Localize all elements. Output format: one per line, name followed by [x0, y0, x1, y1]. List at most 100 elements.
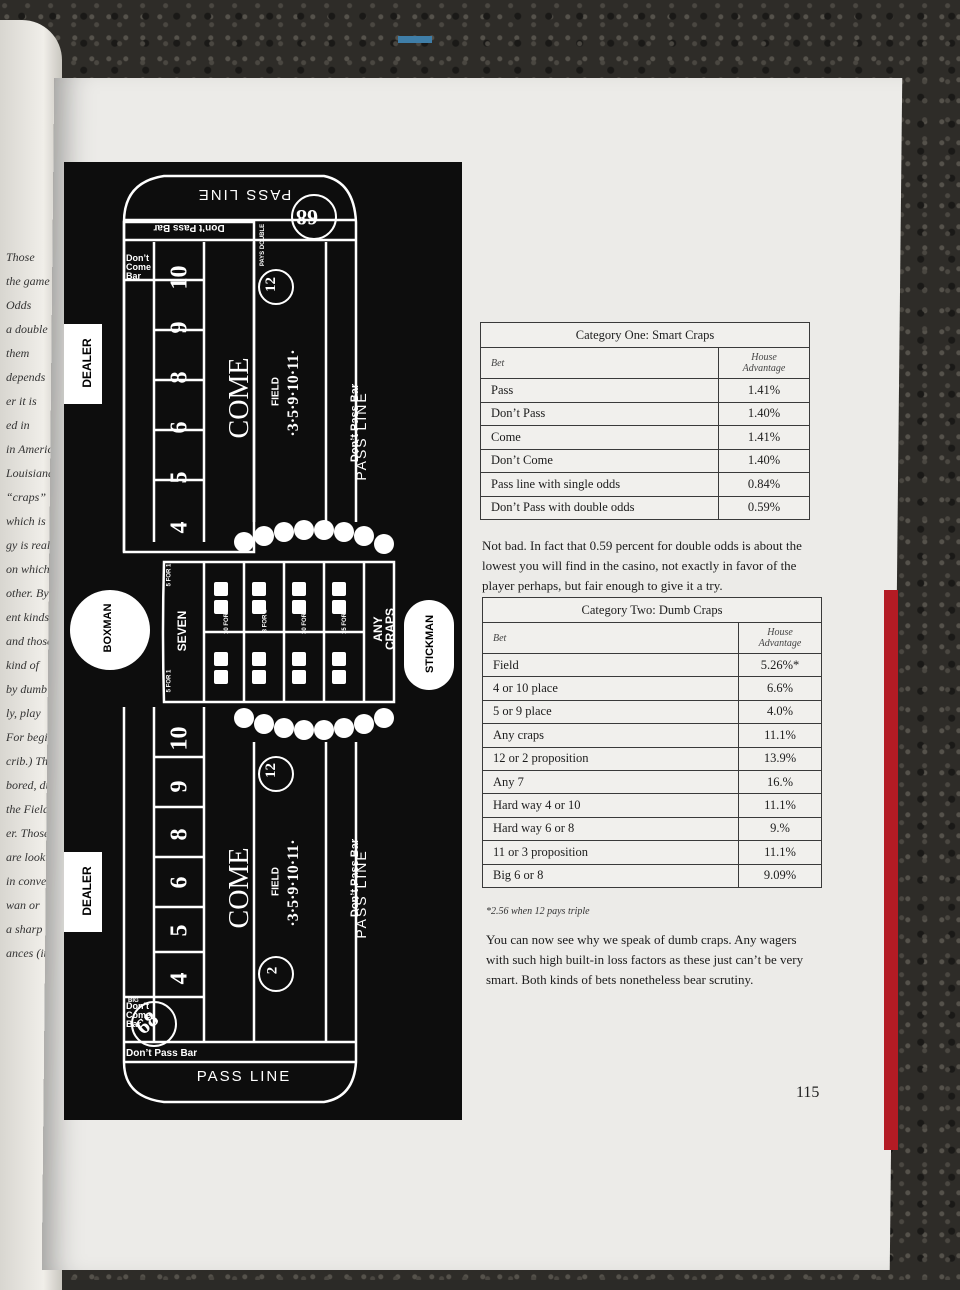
house-advantage-cell: 11.1% — [738, 793, 822, 818]
pass-line-top: PASS LINE — [196, 186, 292, 203]
big-6-8-top: 68 — [296, 205, 318, 230]
house-advantage-cell: 4.0% — [738, 699, 822, 725]
left-page-text-fragment: in America — [6, 442, 59, 456]
house-advantage-cell: 5.26%* — [738, 652, 822, 678]
bet-cell: Come — [480, 425, 719, 450]
place-number-6: 6 — [166, 876, 193, 889]
odds-10-for-1: 10 FOR 1 — [224, 607, 231, 635]
left-page-text-fragment: Odds — [6, 298, 32, 312]
dealer-label-bottom: DEALER — [80, 866, 94, 916]
bet-cell: Don’t Pass with double odds — [480, 495, 719, 520]
left-page-text-fragment: the game — [6, 274, 50, 288]
left-page-text-fragment: crib.) That — [6, 754, 58, 768]
stickman-label: STICKMAN — [424, 614, 436, 674]
big-label-bottom: BIG — [128, 998, 139, 1004]
house-advantage-cell: 0.59% — [718, 495, 810, 520]
bet-header: Bet — [482, 622, 739, 654]
house-advantage-cell: 1.40% — [718, 448, 810, 473]
bet-cell: Don’t Come — [480, 448, 719, 473]
left-page-text-fragment: er. Those — [6, 826, 50, 840]
boxman-circle — [70, 590, 150, 670]
left-page-text-fragment: Those — [6, 250, 35, 264]
place-number-8: 8 — [166, 371, 193, 384]
place-number-9: 9 — [166, 780, 193, 793]
dont-pass-bar-bottom: Don’t Pass Bar — [126, 1048, 198, 1059]
house-advantage-cell: 1.40% — [718, 401, 810, 426]
odds-5-for-1-b: 5 FOR 1 — [166, 669, 173, 693]
house-advantage-cell: 6.6% — [738, 676, 822, 701]
field-label-bottom: FIELD — [270, 867, 282, 896]
dumb-table-caption: Category Two: Dumb Craps — [482, 597, 822, 623]
red-book-cover-edge — [884, 590, 898, 1150]
left-page-text-fragment: ent kinds of — [6, 610, 62, 624]
house-advantage-cell: 0.84% — [718, 472, 810, 497]
dealer-box-bottom — [64, 852, 102, 932]
odds-8-for-1: 8 FOR 1 — [262, 609, 269, 633]
place-number-5: 5 — [166, 471, 193, 484]
field-12-top: 12 — [263, 277, 279, 292]
field-numbers-bottom: ·3·5·9·10·11· — [285, 839, 302, 927]
left-page-text-fragment: them — [6, 346, 30, 360]
field-12-bottom: 12 — [263, 763, 279, 778]
dice-group — [214, 582, 346, 684]
bottom-layout — [122, 707, 358, 1104]
house-advantage-cell: 11.1% — [738, 840, 822, 865]
paragraph-1: Not bad. In fact that 0.59 percent for d… — [482, 538, 802, 593]
left-page-text-fragment: a double — [6, 322, 48, 336]
left-page-text-fragment: kind of — [6, 658, 39, 672]
left-page-text-fragment: ly, play — [6, 706, 41, 720]
bet-header: Bet — [480, 347, 719, 379]
dealer-label-top: DEALER — [80, 338, 94, 388]
left-page-text-fragment: “craps” — [6, 490, 47, 504]
bet-cell: Hard way 6 or 8 — [482, 816, 739, 842]
left-page-text-fragment: gy is really — [6, 538, 59, 552]
house-advantage-cell: 9.% — [738, 816, 822, 842]
page-number: 115 — [796, 1084, 820, 1101]
left-page-text-fragment: on which — [6, 562, 50, 576]
place-number-9: 9 — [166, 321, 193, 334]
place-number-8: 8 — [166, 828, 193, 841]
left-page-text-fragment: depends — [6, 370, 46, 384]
left-page-text-fragment: which is — [6, 514, 46, 528]
left-page-text-fragment: by dumb — [6, 682, 47, 696]
bet-cell: 11 or 3 proposition — [482, 840, 739, 865]
pass-line-bottom: PASS LINE — [196, 1068, 292, 1085]
left-page-text-fragment: ed in — [6, 418, 30, 432]
left-page-text-fragment: Louisiana — [6, 466, 55, 480]
left-page-text-fragment: other. By — [6, 586, 49, 600]
odds-15-for-1: 15 FOR 1 — [342, 607, 349, 635]
pass-line-side-bottom: PASS LINE — [353, 849, 369, 939]
place-number-4: 4 — [166, 521, 193, 534]
pass-line-side-top: PASS LINE — [353, 391, 369, 481]
paragraph-2: You can now see why we speak of dumb cra… — [486, 932, 804, 987]
bet-cell: Pass line with single odds — [480, 472, 719, 497]
come-label-top: COME — [224, 357, 255, 439]
bet-cell: Pass — [480, 378, 719, 403]
boxman-label: BOXMAN — [102, 603, 114, 653]
bet-cell: 12 or 2 proposition — [482, 746, 739, 771]
craps-layout-svg — [64, 174, 454, 1104]
pays-double-top: PAYS DOUBLE — [260, 223, 267, 267]
ce-circles — [234, 520, 394, 740]
come-label-bottom: COME — [224, 847, 255, 929]
house-advantage-cell: 11.1% — [738, 723, 822, 748]
bet-cell: Field — [482, 652, 739, 678]
field-label-top: FIELD — [270, 377, 282, 406]
house-advantage-cell: 1.41% — [718, 378, 810, 403]
smart-table-caption: Category One: Smart Craps — [480, 322, 810, 348]
bet-cell: 5 or 9 place — [482, 699, 739, 725]
